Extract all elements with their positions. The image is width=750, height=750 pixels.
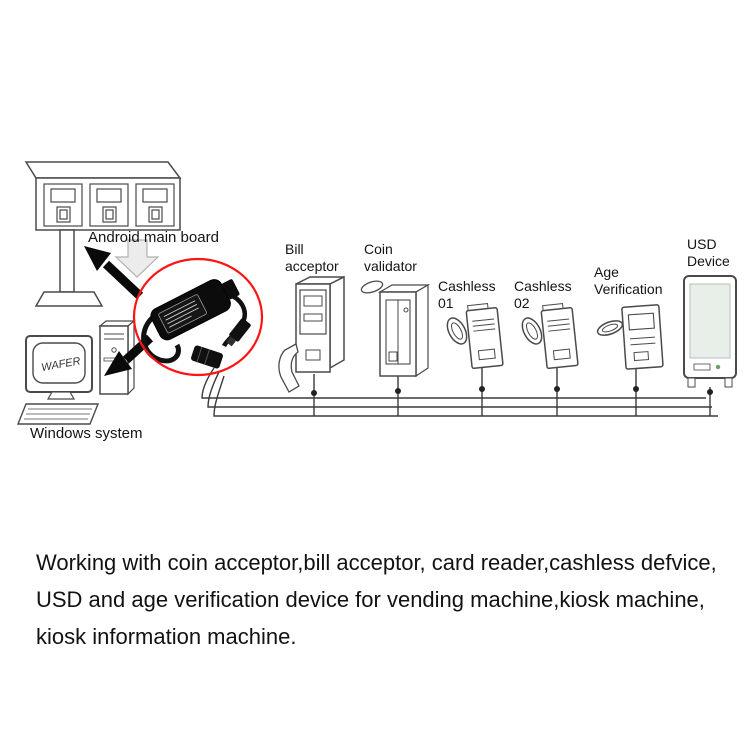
description-line-2: USD and age verification device for vend…: [36, 587, 705, 612]
label-usd-device: USD Device: [687, 236, 730, 269]
label-coin-validator: Coin validator: [364, 241, 417, 274]
label-windows-system: Windows system: [30, 425, 143, 442]
description-line-3: kiosk information machine.: [36, 624, 297, 649]
adapter-cable-photo: [132, 257, 264, 377]
label-cashless-02: Cashless 02: [514, 278, 572, 311]
cable-connector-1: [226, 318, 251, 347]
cashless-02-illustration: [521, 303, 579, 370]
cable-connector-2: [191, 345, 223, 369]
arrow-to-computer: [104, 351, 132, 376]
wiring-bus: [201, 367, 718, 417]
bill-acceptor-illustration: [278, 275, 345, 393]
label-cashless-01: Cashless 01: [438, 278, 496, 311]
wiring-junction-dots: [311, 386, 713, 396]
cashless-01-illustration: [446, 303, 504, 370]
down-arrow-outline: [114, 239, 160, 278]
highlight-circle: [132, 257, 264, 377]
age-verification-illustration: [596, 304, 664, 370]
status-led: [715, 364, 721, 370]
usd-device-illustration: [683, 275, 737, 388]
label-android-main-board: Android main board: [88, 229, 219, 246]
android-board-illustration: [24, 161, 182, 307]
coin-validator-illustration: [360, 280, 431, 378]
arrow-to-board: [84, 246, 111, 271]
description-line-1: Working with coin acceptor,bill acceptor…: [36, 550, 717, 575]
product-description: Working with coin acceptor,bill acceptor…: [36, 544, 740, 655]
windows-system-illustration: WAFER: [16, 319, 136, 425]
label-bill-acceptor: Bill acceptor: [285, 241, 339, 274]
label-age-verification: Age Verification: [594, 264, 663, 297]
diagram-artwork: WAFER: [16, 161, 737, 425]
